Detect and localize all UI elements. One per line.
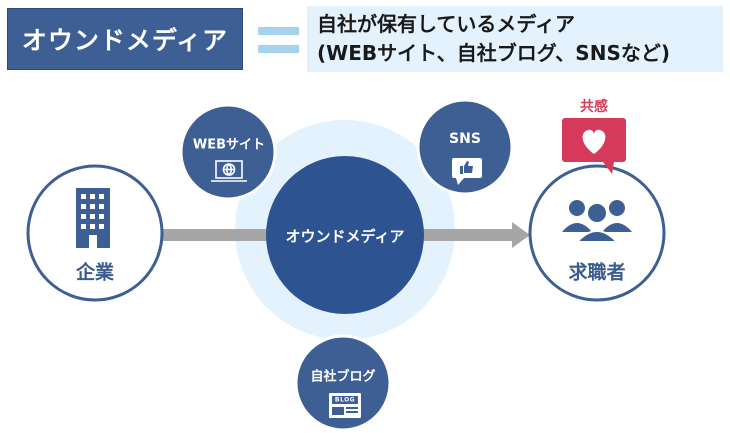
arrow-head-icon xyxy=(512,222,530,248)
web-node xyxy=(179,103,277,201)
definition-line-2: (WEBサイト、自社ブログ、SNSなど) xyxy=(317,41,670,65)
center-node xyxy=(266,156,424,314)
connector-right xyxy=(420,229,514,241)
jobseeker-label: 求職者 xyxy=(568,261,626,284)
definition-line-1: 自社が保有しているメディア xyxy=(317,12,575,36)
empathy-label: 共感 xyxy=(580,99,608,115)
blog-label: 自社ブログ xyxy=(310,369,376,385)
heart-icon xyxy=(582,129,606,154)
laptop-globe-icon xyxy=(211,160,247,182)
thumbs-up-bubble-icon xyxy=(452,158,482,185)
blog-document-icon xyxy=(329,393,361,418)
blog-badge-text: BLOG xyxy=(334,396,356,404)
term-title: オウンドメディア xyxy=(21,26,229,55)
company-label: 企業 xyxy=(75,261,115,284)
sns-label: SNS xyxy=(449,131,481,147)
sns-node xyxy=(416,98,514,196)
definition-box: 自社が保有しているメディア (WEBサイト、自社ブログ、SNSなど) xyxy=(307,6,723,72)
center-label: オウンドメディア xyxy=(285,227,405,246)
blog-node xyxy=(294,334,392,432)
equals-sign-icon xyxy=(258,25,299,55)
web-label: WEBサイト xyxy=(192,137,266,153)
empathy-bubble xyxy=(562,118,626,174)
connector-left xyxy=(162,229,272,241)
people-group-icon xyxy=(562,200,632,243)
building-icon xyxy=(76,188,110,248)
term-title-box: オウンドメディア xyxy=(7,8,243,70)
